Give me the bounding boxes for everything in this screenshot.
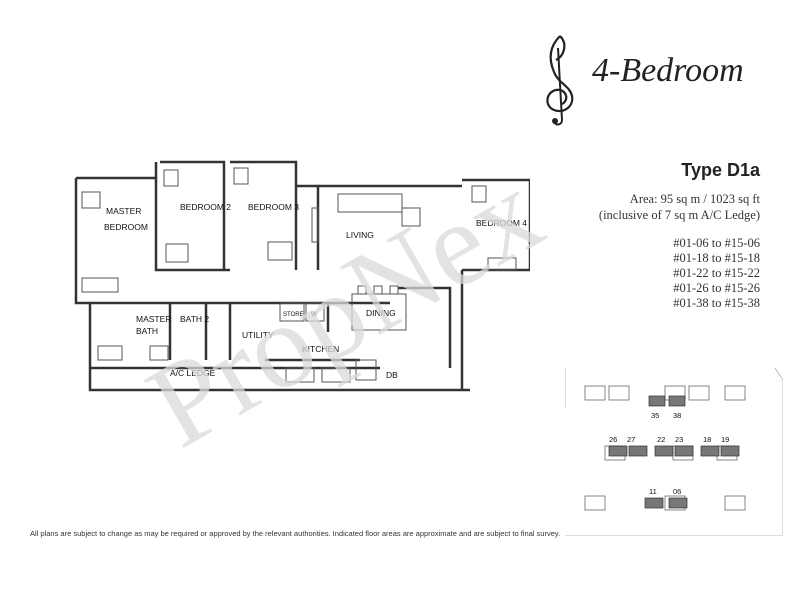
room-label: W [311, 312, 317, 318]
room-label: BEDROOM 3 [248, 202, 299, 212]
unit-marker: 11 [649, 487, 657, 496]
unit-marker: 06 [673, 487, 681, 496]
room-label: LIVING [346, 230, 374, 240]
room-label: MASTER [136, 314, 171, 324]
area-note: (inclusive of 7 sq m A/C Ledge) [598, 208, 760, 222]
floor-plan: MASTER BEDROOM BEDROOM 2 BEDROOM 3 LIVIN… [74, 160, 530, 392]
room-label: BEDROOM 4 [476, 218, 527, 228]
unit-range: #01-06 to #15-06 [673, 236, 760, 250]
room-label: A/C LEDGE [170, 368, 216, 378]
unit-marker: 38 [673, 411, 681, 420]
room-label: DB [386, 370, 398, 380]
unit-range: #01-26 to #15-26 [673, 281, 760, 295]
room-label: KITCHEN [302, 344, 339, 354]
disclaimer-text: All plans are subject to change as may b… [30, 529, 561, 538]
unit-type-title: Type D1a [681, 160, 760, 180]
room-label: BEDROOM 2 [180, 202, 231, 212]
furniture [81, 167, 517, 383]
room-label: MASTER [106, 206, 141, 216]
unit-range: #01-18 to #15-18 [673, 251, 760, 265]
unit-marker: 35 [651, 411, 659, 420]
treble-clef-icon [546, 35, 574, 126]
unit-marker: 22 [657, 435, 665, 444]
unit-marker: 27 [627, 435, 635, 444]
room-label: UTILITY [242, 330, 274, 340]
room-label: BATH 2 [180, 314, 209, 324]
unit-range: #01-38 to #15-38 [673, 296, 760, 310]
unit-marker: 18 [703, 435, 711, 444]
room-label: DINING [366, 308, 396, 318]
plan-walls [74, 160, 530, 392]
room-label: STORE [283, 312, 304, 318]
unit-marker: 23 [675, 435, 683, 444]
highlighted-units [608, 395, 740, 509]
area-line: Area: 95 sq m / 1023 sq ft [629, 192, 760, 206]
key-plan: 35 38 26 27 22 23 18 19 11 06 [565, 368, 783, 536]
unit-range: #01-22 to #15-22 [673, 266, 760, 280]
room-label: BEDROOM [104, 222, 148, 232]
room-labels: MASTER BEDROOM BEDROOM 2 BEDROOM 3 LIVIN… [104, 202, 527, 380]
room-label: BATH [136, 326, 158, 336]
unit-marker: 26 [609, 435, 617, 444]
unit-marker: 19 [721, 435, 729, 444]
layout-title: 4-Bedroom [592, 52, 744, 89]
